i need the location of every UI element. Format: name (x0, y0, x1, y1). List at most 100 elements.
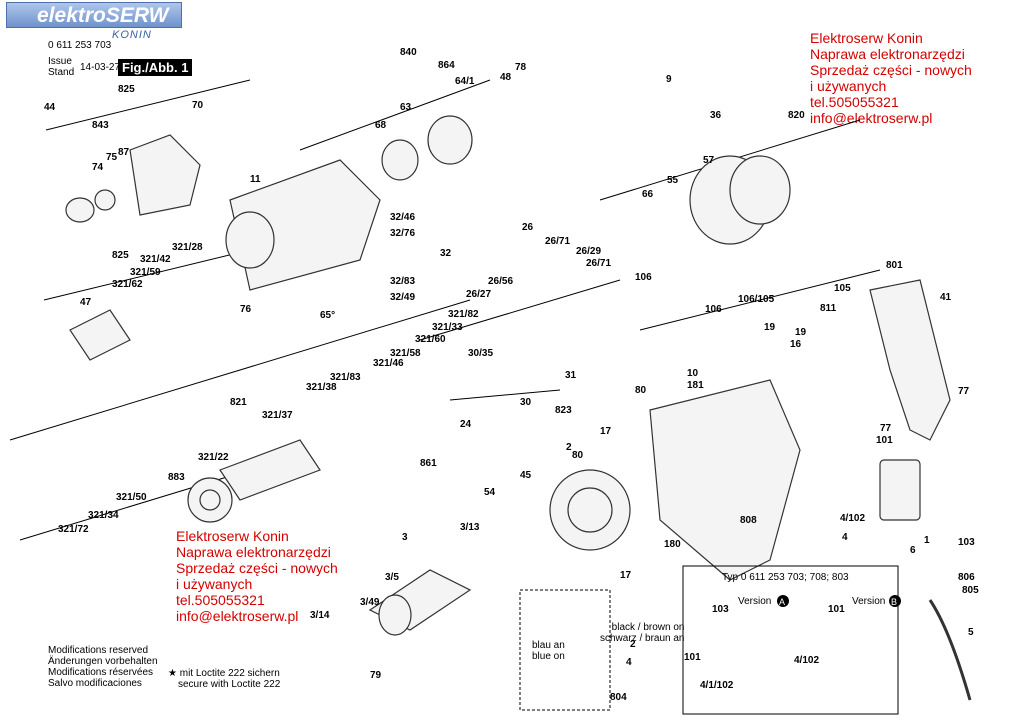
issue-label: Issue (48, 56, 72, 67)
ad-top-line6: info@elektroserw.pl (810, 110, 933, 126)
part-label: 78 (515, 62, 527, 73)
part-label: 2 (566, 442, 572, 453)
modifications-note: Modifications reserved Änderungen vorbeh… (48, 645, 158, 689)
ad-top-line1: Elektroserw Konin (810, 30, 923, 46)
part-label: 76 (240, 304, 252, 315)
part-label: 106 (635, 272, 652, 283)
part-label: 806 (958, 572, 975, 583)
part-label: 321/60 (415, 334, 446, 345)
stand-label: Stand (48, 67, 75, 78)
part-label: 36 (710, 110, 722, 121)
part-label: 32/76 (390, 228, 415, 239)
part-label: 821 (230, 397, 247, 408)
part-label: 2 (630, 639, 636, 650)
bearing-set (381, 115, 473, 181)
black-on-label: black / brown on schwarz / braun an (600, 622, 685, 644)
figure-label: Fig./Abb. 1 (118, 59, 193, 76)
part-label: 3/5 (385, 572, 399, 583)
part-label: 4 (842, 532, 848, 543)
part-label: 321/59 (130, 267, 161, 278)
part-label: 79 (370, 670, 382, 681)
part-label: 5 (968, 627, 974, 638)
part-label: 26 (522, 222, 534, 233)
part-label: 180 (664, 539, 681, 550)
part-label: 64/1 (455, 76, 475, 87)
ad-top-line4: i używanych (810, 78, 887, 94)
part-label: 321/72 (58, 524, 89, 535)
black-en: black / brown on (611, 622, 685, 633)
mod-en: Modifications reserved (48, 645, 149, 656)
ad-top-line2: Naprawa elektronarzędzi (810, 46, 965, 62)
part-label: 321/28 (172, 242, 203, 253)
part-label: 44 (44, 102, 56, 113)
part-label: 80 (635, 385, 647, 396)
part-label: 54 (484, 487, 496, 498)
part-label: 106 (705, 304, 722, 315)
ad-top-line3: Sprzedaż części - nowych (810, 62, 972, 78)
part-label: 75 (106, 152, 118, 163)
part-label: 861 (420, 458, 437, 469)
part-label: 321/38 (306, 382, 337, 393)
part-label: 11 (250, 174, 261, 185)
part-label: 4 (626, 657, 632, 668)
part-label: 6 (910, 545, 916, 556)
blue-de: blau an (532, 640, 565, 651)
ad-bottom-line5: tel.505055321 (176, 592, 265, 608)
mod-de: Änderungen vorbehalten (48, 656, 158, 667)
part-label: 47 (80, 297, 92, 308)
gear-housing (225, 159, 381, 291)
loctite-note: ★ mit Loctite 222 sichern secure with Lo… (168, 668, 280, 690)
part-label: 105 (834, 283, 851, 294)
part-label: 32/46 (390, 212, 415, 223)
part-label: 26/27 (466, 289, 491, 300)
issue-date: 14-03-27 (80, 62, 121, 73)
ad-top: Elektroserw Konin Naprawa elektronarzędz… (810, 30, 972, 126)
brand-sub: KONIN (112, 29, 152, 41)
part-label: 820 (788, 110, 805, 121)
part-label: 1 (924, 535, 930, 546)
brand-logo: elektroSERW (6, 2, 182, 28)
part-label: 321/62 (112, 279, 143, 290)
part-label: 805 (962, 585, 979, 596)
cable (928, 599, 972, 701)
part-label: 321/34 (88, 510, 119, 521)
part-label: 883 (168, 472, 185, 483)
part-label: 80 (572, 450, 584, 461)
part-label: 4/1/102 (700, 680, 734, 691)
part-label: 32/49 (390, 292, 415, 303)
ad-bottom-line4: i używanych (176, 576, 253, 592)
part-label: 4/102 (840, 513, 865, 524)
part-label: 843 (92, 120, 109, 131)
part-label: 3/14 (310, 610, 330, 621)
housing-body (649, 379, 801, 581)
part-label: 74 (92, 162, 104, 173)
part-label: 30 (520, 397, 532, 408)
group-line-801 (639, 269, 881, 331)
version-a-label: Version (738, 596, 771, 607)
part-label: 808 (740, 515, 757, 526)
part-label: 30/35 (468, 348, 493, 359)
part-label: 48 (500, 72, 512, 83)
part-label: 32/83 (390, 276, 415, 287)
part-label: 4/102 (794, 655, 819, 666)
part-label: 17 (620, 570, 632, 581)
version-a-letter: A (779, 597, 785, 607)
black-de: schwarz / braun an (600, 633, 685, 644)
ad-top-line5: tel.505055321 (810, 94, 899, 110)
version-b-label: Version (852, 596, 885, 607)
ad-bottom-line3: Sprzedaż części - nowych (176, 560, 338, 576)
group-line-825-mid (43, 249, 251, 301)
motor-armature (368, 569, 472, 636)
wiring-inset-title: Typ 0 611 253 703; 708; 803 (722, 572, 849, 583)
ad-bottom-line1: Elektroserw Konin (176, 528, 289, 544)
group-line-821 (9, 299, 471, 441)
part-label: 45 (520, 470, 532, 481)
ad-bottom: Elektroserw Konin Naprawa elektronarzędz… (176, 528, 338, 624)
part-label: 17 (600, 426, 612, 437)
handle (869, 279, 951, 441)
part-label: 181 (687, 380, 704, 391)
part-label: 321/42 (140, 254, 171, 265)
part-label: 101 (684, 652, 701, 663)
